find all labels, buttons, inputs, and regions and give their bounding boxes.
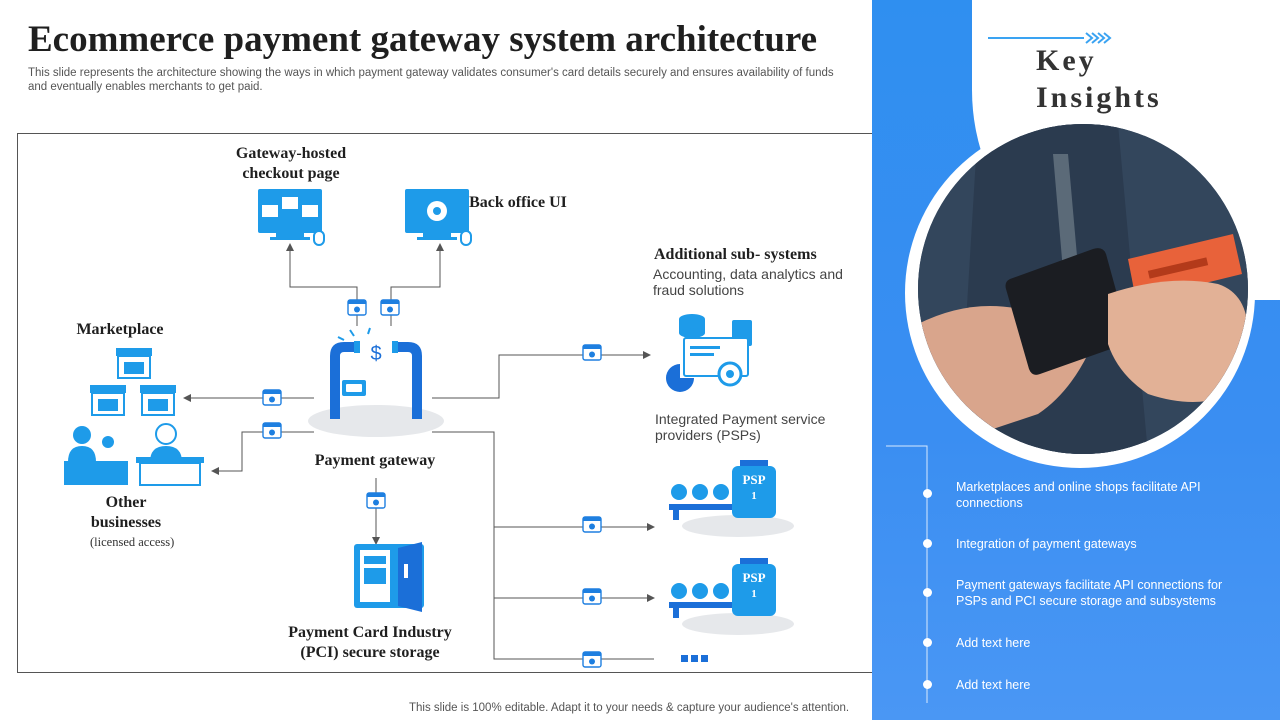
psp-badge-top-label: PSP xyxy=(742,472,766,487)
sub-systems-title: Additional sub- systems xyxy=(654,246,817,263)
page-subtitle: This slide represents the architecture s… xyxy=(28,67,834,93)
back-office-monitor-icon xyxy=(405,189,472,246)
sub-systems-icon xyxy=(666,314,752,392)
more-psp-icon xyxy=(681,655,708,662)
marketplace-label: Marketplace xyxy=(76,321,164,338)
store-left-icon xyxy=(90,385,126,416)
key-insights-title-line1: Key xyxy=(1036,44,1097,77)
insight-bullet xyxy=(923,680,932,689)
checkout-monitor-icon xyxy=(258,189,325,246)
pci-storage-label: Payment Card Industry (PCI) secure stora… xyxy=(288,624,452,661)
psp-badge-top: PSP 1 xyxy=(732,472,776,504)
insight-item-1: Marketplaces and online shops facilitate… xyxy=(956,480,1201,510)
diagram-canvas: $ xyxy=(64,189,794,668)
insight-item-4: Add text here xyxy=(956,636,1031,650)
svg-text:$: $ xyxy=(370,343,381,365)
insight-bullet xyxy=(923,588,932,597)
other-businesses-label: Other businesses xyxy=(90,494,162,531)
back-office-label: Back office UI xyxy=(469,194,567,211)
key-insights-title-line2: Insights xyxy=(1036,81,1162,114)
psp-badge-top-number: 1 xyxy=(751,490,757,502)
hands-phone-card-photo xyxy=(918,124,1248,454)
insight-bullet xyxy=(923,539,932,548)
insight-item-3: Payment gateways facilitate API connecti… xyxy=(956,578,1223,608)
insight-bullet xyxy=(923,489,932,498)
store-right-icon xyxy=(140,385,176,416)
psp-bottom-icon xyxy=(669,558,794,635)
insight-item-5: Add text here xyxy=(956,678,1031,692)
store-top-icon xyxy=(116,348,152,379)
footer-note: This slide is 100% editable. Adapt it to… xyxy=(409,702,850,714)
licensed-access-label: (licensed access) xyxy=(90,535,175,549)
insight-bullet xyxy=(923,638,932,647)
key-insights-title: Key Insights xyxy=(1036,42,1162,116)
psp-top-icon xyxy=(669,460,794,537)
payment-gateway-icon: $ xyxy=(308,327,444,437)
title-arrow-icon xyxy=(988,32,1112,44)
psp-badge-bottom-number: 1 xyxy=(751,588,757,600)
sub-systems-description: Accounting, data analytics and fraud sol… xyxy=(653,266,843,298)
marketplace-stores-icon xyxy=(90,348,176,416)
pci-storage-icon xyxy=(354,542,424,612)
payment-gateway-label: Payment gateway xyxy=(314,452,436,469)
architecture-diagram: $ xyxy=(17,133,886,673)
psp-badge-bottom: PSP 1 xyxy=(732,570,776,602)
page-title: Ecommerce payment gateway system archite… xyxy=(28,19,818,60)
psp-label: Integrated Payment service providers (PS… xyxy=(655,411,826,443)
checkout-page-label: Gateway-hosted checkout page xyxy=(235,145,347,182)
psp-badge-bottom-label: PSP xyxy=(742,570,766,585)
insights-connector xyxy=(886,445,928,703)
insight-item-2: Integration of payment gateways xyxy=(956,537,1137,551)
other-businesses-icon xyxy=(64,423,204,486)
